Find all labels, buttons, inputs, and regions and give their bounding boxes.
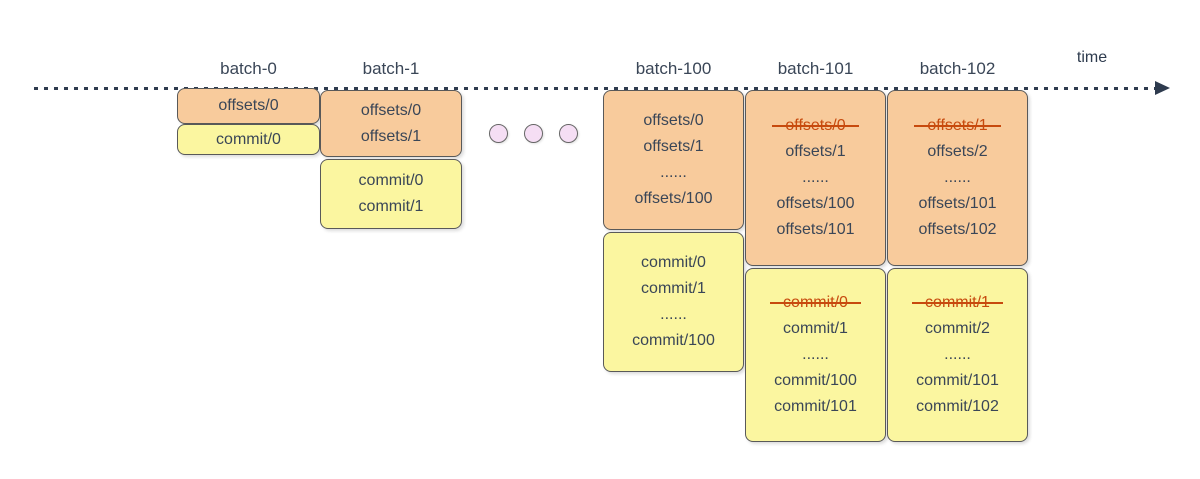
entry-text: commit/2 (925, 320, 990, 337)
commit-box: commit/0 commit/1 (320, 159, 462, 229)
entry-text: commit/101 (774, 398, 857, 415)
commit-box: commit/0 (177, 124, 320, 155)
batch-label: batch-1 (362, 59, 420, 78)
entry-text: commit/1 (783, 320, 848, 337)
box-line: offsets/2 (927, 139, 987, 165)
entry-text: offsets/0 (643, 112, 704, 129)
entry-text: ...... (944, 346, 971, 363)
box-line: offsets/1 (914, 113, 1001, 139)
entry-text: offsets/102 (918, 221, 997, 238)
entry-text: offsets/100 (776, 195, 855, 212)
entry-text: commit/1 (358, 198, 424, 215)
batch-label: batch-101 (777, 59, 854, 78)
box-line: offsets/1 (361, 124, 421, 150)
box-line: offsets/0 (218, 93, 278, 119)
box-line: commit/0 (359, 168, 424, 194)
box-line: offsets/0 (772, 113, 859, 139)
entry-text: ...... (660, 306, 687, 323)
commit-box: commit/0 commit/1...... commit/100 (603, 232, 744, 372)
arrow-right-icon (1155, 81, 1170, 95)
offsets-box: offsets/0 offsets/1 (320, 90, 462, 157)
entry-text: offsets/1 (360, 127, 422, 145)
timeline-dotted-line (34, 87, 1158, 90)
batch-label: batch-100 (635, 59, 712, 78)
time-axis-label: time (1076, 49, 1108, 66)
ellipsis-circle (488, 123, 508, 143)
entry-text: offsets/100 (634, 190, 713, 207)
entry-text: commit/100 (632, 332, 715, 349)
offsets-box: offsets/1 offsets/2...... offsets/101 offse… (887, 90, 1028, 266)
box-line: ...... (660, 160, 687, 186)
offsets-box: offsets/0 offsets/1...... offsets/100 (603, 90, 744, 230)
entry-text: ...... (944, 169, 971, 186)
batch-label: batch-102 (919, 59, 996, 78)
box-line: commit/0 (641, 250, 706, 276)
entry-text: ...... (660, 164, 687, 181)
box-line: ...... (660, 302, 687, 328)
box-line: ...... (802, 165, 829, 191)
box-line: offsets/1 (643, 134, 703, 160)
box-line: commit/1 (641, 276, 706, 302)
box-line: offsets/100 (777, 191, 855, 217)
entry-text: ...... (802, 169, 829, 186)
offsets-box: offsets/0 (177, 88, 320, 124)
entry-text: offsets/101 (776, 221, 855, 238)
box-line: offsets/1 (785, 139, 845, 165)
entry-text: commit/101 (916, 372, 999, 389)
entry-text: commit/100 (774, 372, 857, 389)
batch-label: batch-0 (220, 59, 277, 78)
box-line: offsets/102 (919, 217, 997, 243)
box-line: commit/101 (774, 394, 857, 420)
box-line: offsets/0 (643, 108, 703, 134)
box-line: commit/2 (925, 316, 990, 342)
entry-text: commit/0 (216, 130, 281, 148)
entry-text: offsets/0 (360, 101, 422, 119)
entry-text: offsets/101 (918, 195, 997, 212)
box-line: offsets/101 (777, 217, 855, 243)
commit-box: commit/1 commit/2...... commit/101 commit/1… (887, 268, 1028, 442)
commit-box: commit/0 commit/1...... commit/100 commit/1… (745, 268, 886, 442)
box-line: commit/1 (912, 290, 1003, 316)
entry-text: offsets/2 (927, 143, 988, 160)
box-line: commit/0 (216, 127, 281, 153)
box-line: offsets/100 (635, 186, 713, 212)
entry-text: commit/0 (641, 254, 706, 271)
ellipsis-circle (523, 123, 543, 143)
entry-text: offsets/0 (218, 97, 279, 114)
box-line: commit/100 (632, 328, 715, 354)
box-line: commit/102 (916, 394, 999, 420)
offsets-box: offsets/0 offsets/1...... offsets/100 offse… (745, 90, 886, 266)
entry-text: offsets/1 (785, 143, 846, 160)
box-line: commit/0 (770, 290, 861, 316)
box-line: ...... (802, 342, 829, 368)
box-line: offsets/101 (919, 191, 997, 217)
struck-entry-text: commit/0 (770, 290, 861, 316)
ellipsis-circle (558, 123, 578, 143)
box-line: offsets/0 (361, 98, 421, 124)
entry-text: offsets/1 (643, 138, 704, 155)
box-line: ...... (944, 165, 971, 191)
box-line: commit/100 (774, 368, 857, 394)
entry-text: commit/0 (358, 172, 424, 189)
box-line: commit/101 (916, 368, 999, 394)
box-line: commit/1 (783, 316, 848, 342)
entry-text: commit/102 (916, 398, 999, 415)
entry-text: ...... (802, 346, 829, 363)
struck-entry-text: offsets/1 (914, 113, 1001, 139)
entry-text: commit/1 (641, 280, 706, 297)
struck-entry-text: commit/1 (912, 290, 1003, 316)
box-line: ...... (944, 342, 971, 368)
struck-entry-text: offsets/0 (772, 113, 859, 139)
box-line: commit/1 (359, 194, 424, 220)
